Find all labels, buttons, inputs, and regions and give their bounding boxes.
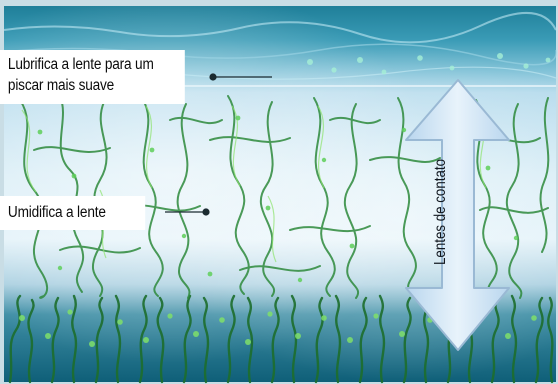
callout-lubricate-line1: Lubrifica a lente para um — [8, 54, 178, 75]
callout-moisten: Umidifica a lente — [0, 196, 145, 230]
callout-lubricate: Lubrifica a lente para um piscar mais su… — [0, 50, 185, 104]
callout-lubricate-line2: piscar mais suave — [8, 75, 178, 96]
arrow-label: Lentes de contato — [429, 143, 453, 281]
leader-dot-moisten — [202, 208, 209, 215]
callout-moisten-text: Umidifica a lente — [8, 202, 138, 223]
leader-dot-lubricate — [209, 73, 216, 80]
